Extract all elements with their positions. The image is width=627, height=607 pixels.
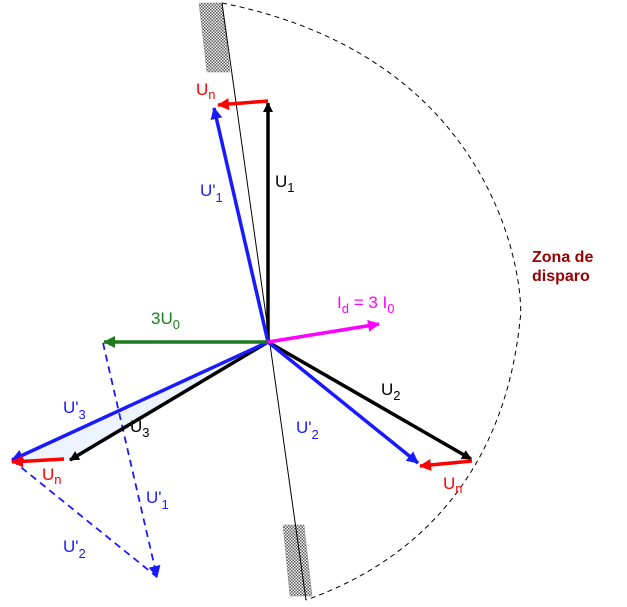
- label-un-top: Un: [196, 80, 216, 102]
- label-zona-line2: disparo: [532, 268, 590, 285]
- dashed-u1p: [102, 342, 161, 578]
- phasor-un-right: [419, 458, 473, 471]
- label-un-right: Un: [443, 474, 463, 496]
- label-u1-prime-dashed: U'1: [146, 488, 169, 512]
- phasor-id: [267, 319, 380, 344]
- phasor-u2-prime: [266, 340, 420, 465]
- zone-boundary-line: [221, 2, 307, 601]
- phasor-u3-prime: [11, 340, 269, 462]
- label-u1: U1: [275, 172, 295, 195]
- phasor-u2: [267, 340, 472, 461]
- label-u3-prime: U'3: [63, 398, 86, 422]
- phasor-u1-prime: [210, 107, 270, 343]
- phasor-un-left: [11, 455, 65, 468]
- label-u2: U2: [381, 380, 401, 403]
- hatch-block-top: [198, 2, 231, 73]
- phasor-u3: [69, 340, 269, 462]
- hatch-block-bottom: [282, 524, 313, 597]
- label-u2-prime: U'2: [296, 418, 319, 442]
- label-u1-prime: U'1: [200, 181, 223, 205]
- label-u2-prime-dashed: U'2: [63, 537, 86, 561]
- label-un-left: Un: [42, 465, 62, 487]
- zone-dashed-arc: [221, 2, 522, 601]
- label-3u0: 3U0: [151, 309, 180, 332]
- label-id: Id = 3 I0: [337, 293, 394, 316]
- phasor-un-top: [217, 98, 269, 111]
- label-u3: U3: [130, 417, 150, 440]
- label-zona-line1: Zona de: [532, 249, 593, 266]
